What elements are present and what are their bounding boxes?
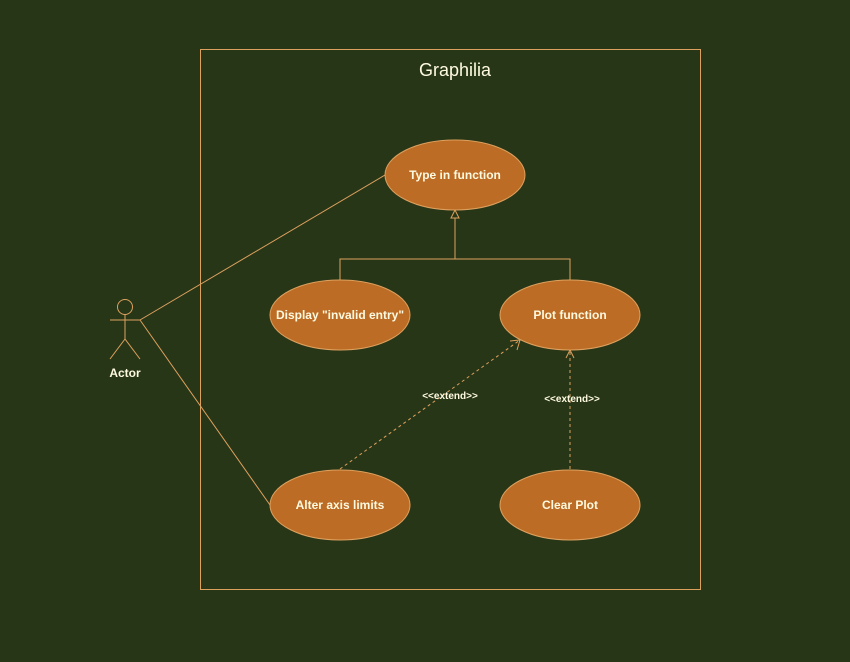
use-case-type-in-function[interactable]: Type in function <box>384 139 526 211</box>
association-actor-alter-axis-limits <box>139 319 271 506</box>
association-actor-type-in-function <box>139 174 386 321</box>
use-case-label: Alter axis limits <box>296 498 385 512</box>
use-case-label: Clear Plot <box>542 498 598 512</box>
use-case-display-invalid-entry[interactable]: Display "invalid entry" <box>269 279 411 351</box>
actor-head <box>117 299 133 315</box>
generalization-arrowhead <box>450 208 460 219</box>
actor-right-leg <box>124 338 141 360</box>
system-title: Graphilia <box>419 60 492 80</box>
use-case-clear-plot[interactable]: Clear Plot <box>499 469 641 541</box>
extend-label-alter: <<extend>> <box>422 391 478 402</box>
use-case-plot-function[interactable]: Plot function <box>499 279 641 351</box>
actor-label: Actor <box>109 366 141 380</box>
generalization-plot-function <box>454 218 571 280</box>
extend-alter-to-plot-arrowhead <box>509 339 521 351</box>
use-case-label: Display "invalid entry" <box>276 308 404 322</box>
use-case-alter-axis-limits[interactable]: Alter axis limits <box>269 469 411 541</box>
actor-left-leg <box>109 338 126 360</box>
generalization-display-invalid-entry <box>339 258 455 280</box>
extend-label-clear: <<extend>> <box>544 394 600 405</box>
system-boundary <box>200 49 701 590</box>
use-case-label: Plot function <box>533 308 606 322</box>
actor[interactable]: Actor <box>109 299 141 381</box>
use-case-label: Type in function <box>409 168 501 182</box>
extend-alter-to-plot-line <box>339 339 521 470</box>
